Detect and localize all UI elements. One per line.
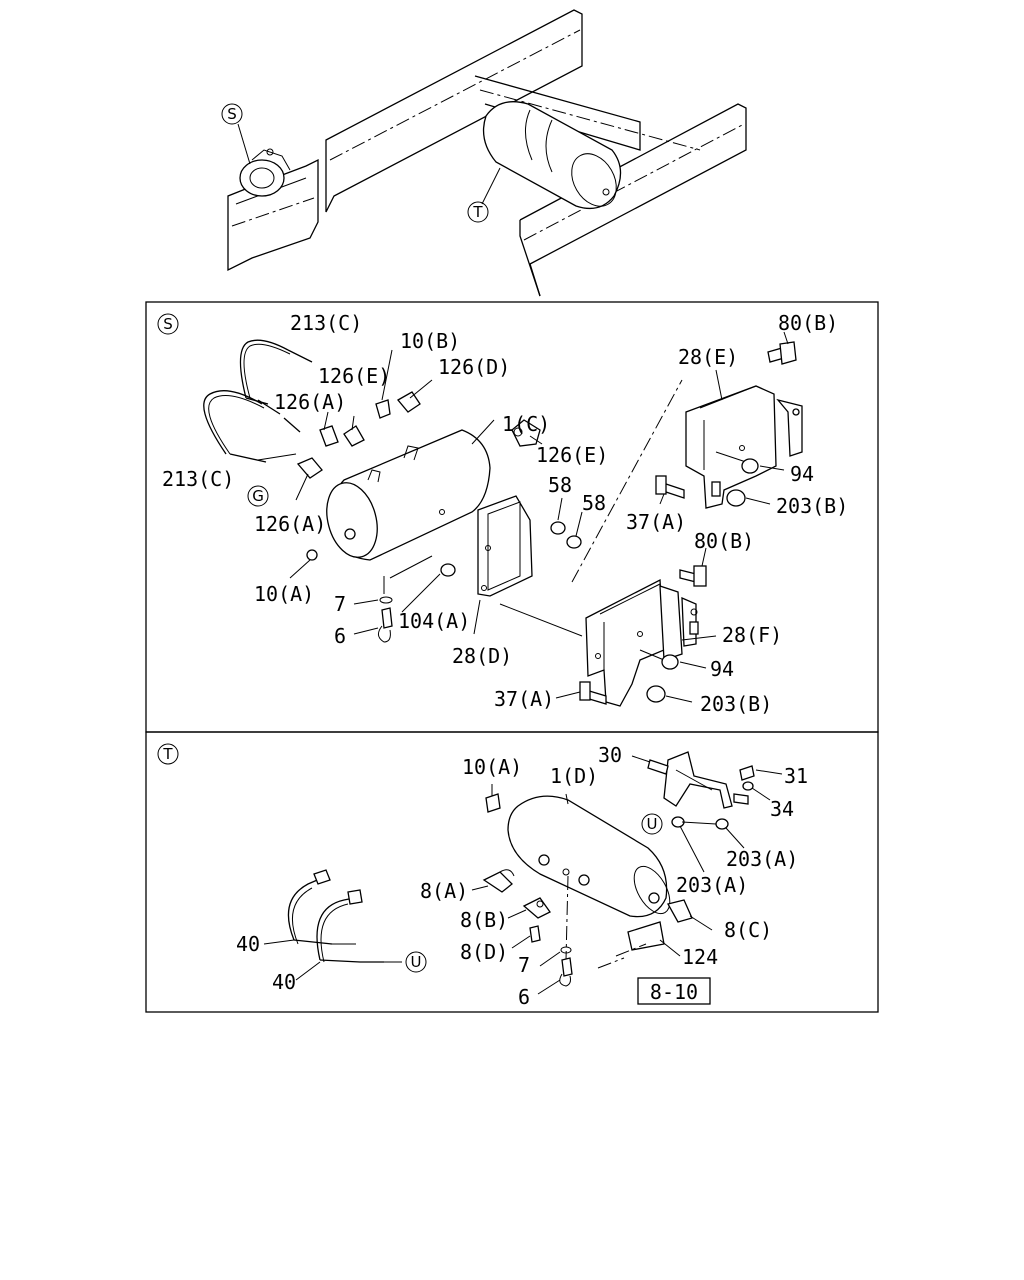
air-tank-1d <box>485 793 671 918</box>
label-80b-top: 80(B) <box>778 311 838 335</box>
bracket-28e <box>655 341 803 509</box>
svg-text:S: S <box>163 315 173 333</box>
leaders-panel-s <box>257 331 789 703</box>
label-10a-s: 10(A) <box>254 582 314 606</box>
callout-t-panel: T <box>157 743 179 765</box>
callout-s-panel: S <box>157 313 179 335</box>
label-28f: 28(F) <box>722 623 782 647</box>
label-28d: 28(D) <box>452 644 512 668</box>
svg-text:S: S <box>227 105 237 123</box>
svg-text:T: T <box>472 203 483 221</box>
svg-text:U: U <box>411 953 422 971</box>
label-58b: 58 <box>582 491 606 515</box>
label-6-s: 6 <box>334 624 346 648</box>
label-94-top: 94 <box>790 462 814 486</box>
callout-t-overview: T <box>467 201 489 223</box>
label-126a-top: 126(A) <box>274 390 346 414</box>
label-104a: 104(A) <box>398 609 470 633</box>
label-126e-top: 126(E) <box>318 364 390 388</box>
label-10a-t: 10(A) <box>462 755 522 779</box>
leaders-panel-t <box>263 755 783 995</box>
label-126d: 126(D) <box>438 355 510 379</box>
label-7-s: 7 <box>334 592 346 616</box>
hose-213c <box>203 339 313 463</box>
label-40-bottom: 40 <box>272 970 296 994</box>
fittings-panel-t <box>482 868 693 987</box>
label-31: 31 <box>784 764 808 788</box>
label-1c: 1(C) <box>502 412 550 436</box>
hose-40 <box>287 869 402 963</box>
label-8d: 8(D) <box>460 940 508 964</box>
svg-text:8-10: 8-10 <box>650 980 698 1004</box>
label-80b-mid: 80(B) <box>694 529 754 553</box>
bracket-30 <box>647 751 755 830</box>
air-tank-1c <box>296 391 541 643</box>
callout-g: G <box>247 485 269 507</box>
label-94-bottom: 94 <box>710 657 734 681</box>
label-203b-bottom: 203(B) <box>700 692 772 716</box>
panel-t-frame <box>145 731 879 1013</box>
label-34: 34 <box>770 797 794 821</box>
label-124: 124 <box>682 945 718 969</box>
callout-s-overview: S <box>221 103 243 125</box>
svg-text:T: T <box>162 745 173 763</box>
svg-text:U: U <box>647 815 658 833</box>
label-213c-bottom: 213(C) <box>162 467 234 491</box>
callout-u-hose: U <box>405 951 427 973</box>
label-58a: 58 <box>548 473 572 497</box>
label-213c-top: 213(C) <box>290 311 362 335</box>
label-8a: 8(A) <box>420 879 468 903</box>
label-37a-top: 37(A) <box>626 510 686 534</box>
label-8c: 8(C) <box>724 918 772 942</box>
centerline-s <box>571 379 683 583</box>
bracket-28d <box>440 495 582 597</box>
label-203b-top: 203(B) <box>776 494 848 518</box>
ref-box-8-10[interactable]: 8-10 <box>637 977 711 1005</box>
label-1d: 1(D) <box>550 764 598 788</box>
label-203a-left: 203(A) <box>676 873 748 897</box>
label-126a-bottom: 126(A) <box>254 512 326 536</box>
label-10b: 10(B) <box>400 329 460 353</box>
label-7-t: 7 <box>518 953 530 977</box>
callout-u-bracket: U <box>641 813 663 835</box>
label-126e-right: 126(E) <box>536 443 608 467</box>
label-40-top: 40 <box>236 932 260 956</box>
bracket-28f <box>579 565 707 707</box>
svg-text:G: G <box>252 487 264 505</box>
label-8b: 8(B) <box>460 908 508 932</box>
label-28e: 28(E) <box>678 345 738 369</box>
label-37a-bottom: 37(A) <box>494 687 554 711</box>
label-30: 30 <box>598 743 622 767</box>
label-203a-right: 203(A) <box>726 847 798 871</box>
chassis-overview <box>227 9 747 297</box>
label-6-t: 6 <box>518 985 530 1009</box>
